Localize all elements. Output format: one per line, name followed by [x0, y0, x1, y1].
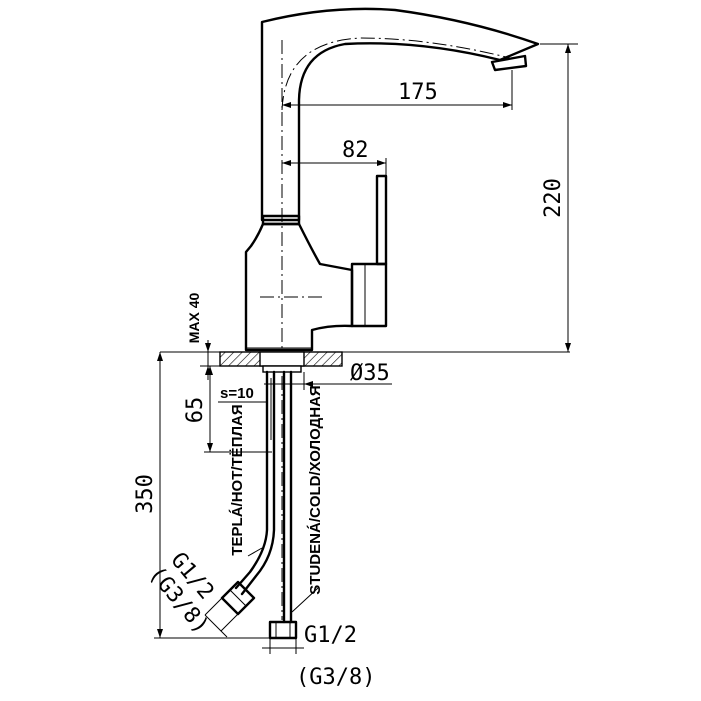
cold-hose-label: STUDENÁ/COLD/ХОЛОДНАЯ	[307, 385, 324, 594]
dimension-hose-length: 350	[133, 474, 158, 514]
wall-thickness-label: s=10	[220, 385, 254, 402]
bottom-thread-label: G1/2	[304, 623, 357, 648]
hot-hose	[220, 370, 276, 616]
faucet-body	[244, 222, 354, 352]
countertop	[160, 351, 570, 373]
dimension-lever-offset: 82	[342, 138, 369, 163]
bottom-thread-alt-label: (G3/8)	[296, 665, 375, 690]
dimension-total-height: 220	[541, 178, 566, 218]
dimension-base-diameter: Ø35	[350, 361, 390, 386]
faucet-spout	[260, 7, 540, 226]
dimension-spout-reach: 175	[398, 80, 438, 105]
dimension-lines	[154, 43, 578, 654]
faucet-lever	[350, 174, 388, 328]
dimension-hose-depth: 65	[183, 397, 208, 424]
cold-hose	[268, 370, 298, 640]
dimension-max-deck: MAX 40	[186, 293, 202, 344]
hot-hose-label: TEPLÁ/HOT/ТЁПЛАЯ	[229, 404, 246, 555]
centre-line	[260, 37, 511, 620]
